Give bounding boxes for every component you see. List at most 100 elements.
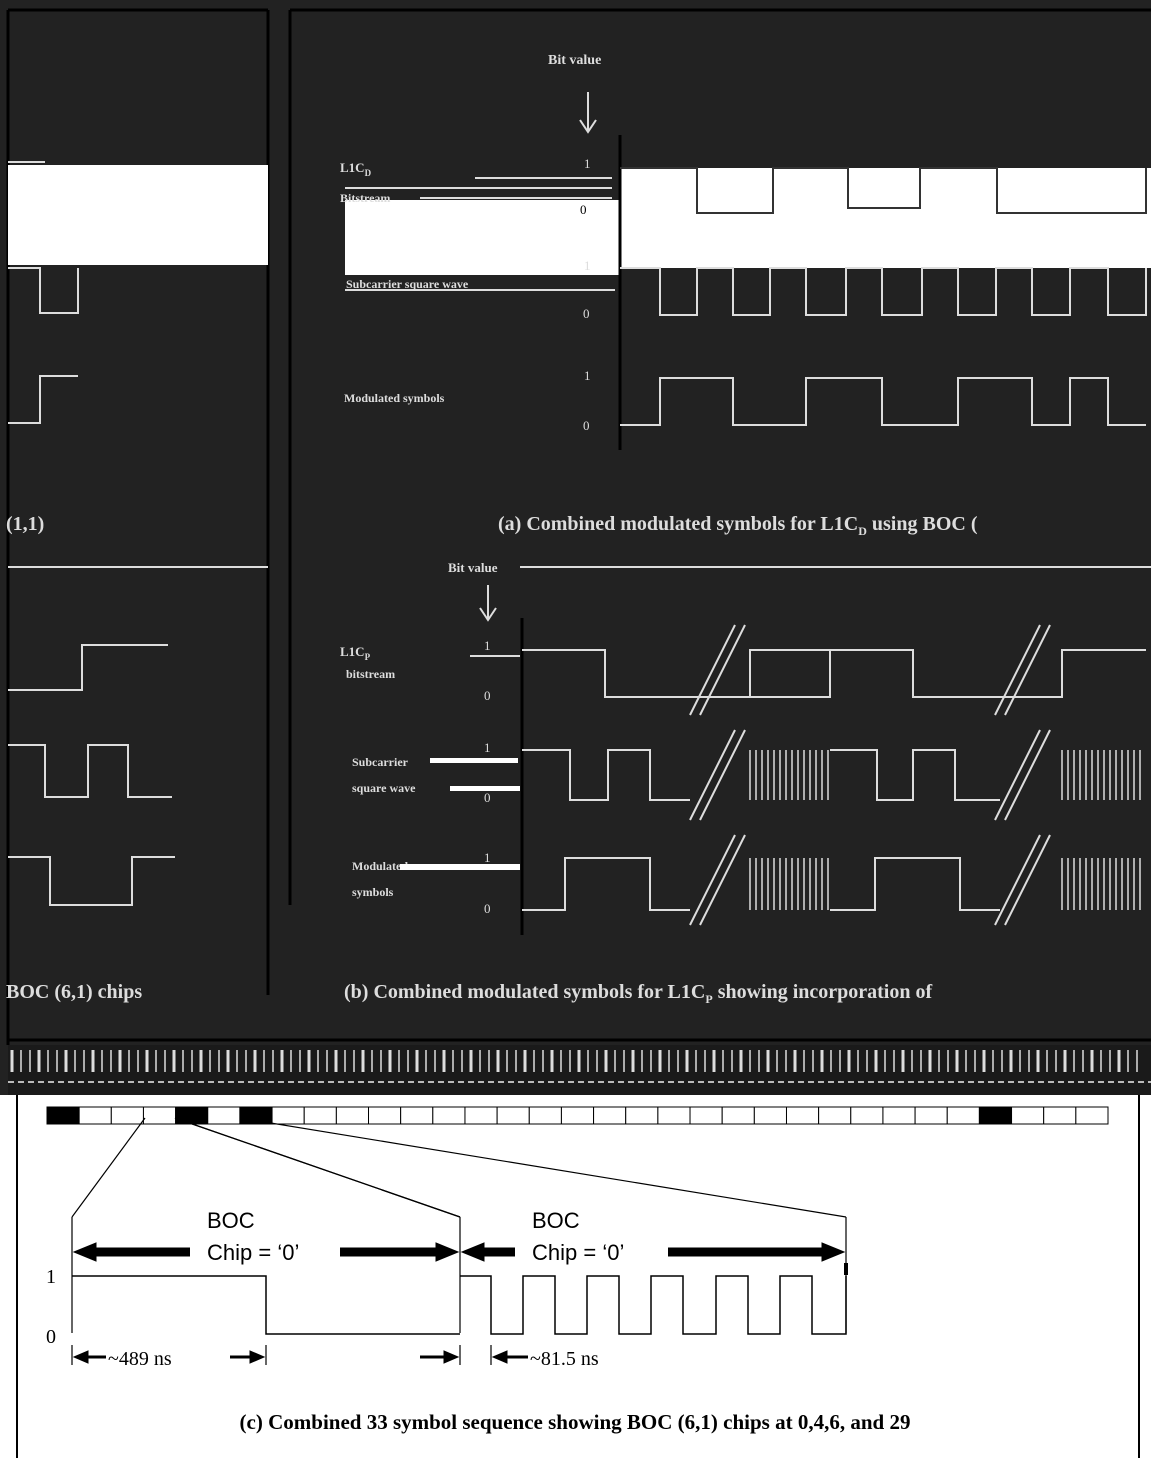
sequence-cell-boc11 xyxy=(368,1106,402,1125)
level-0-c: 0 xyxy=(46,1326,56,1348)
level-0-a-mod: 0 xyxy=(583,418,590,433)
bit-value-label-a: Bit value xyxy=(548,53,601,68)
bit-value-arrow-b-icon xyxy=(479,585,497,622)
modulated-leader-b xyxy=(400,864,520,870)
diagram-panel-c: BOC Chip = ‘0’ BOC Chip = ‘0’ 1 0 ~489 n… xyxy=(0,1095,1151,1458)
duration-label-1: ~489 ns xyxy=(108,1348,172,1370)
sequence-cell-boc11 xyxy=(432,1106,466,1125)
boc11-chip-waveform xyxy=(72,1275,460,1335)
subcarrier-trace-b xyxy=(522,749,690,801)
left-partial-traces-b xyxy=(8,644,175,906)
dense-chip-region-1 xyxy=(749,750,1141,910)
bitstream-white-band xyxy=(620,168,1151,268)
level-1-b-bit: 1 xyxy=(484,638,491,653)
sequence-cell-boc11 xyxy=(593,1106,627,1125)
sequence-cell-boc61 xyxy=(175,1106,209,1125)
sequence-cell-boc11 xyxy=(946,1106,980,1125)
panel-b: Bit value L1CP bitstream 1 0 Subcarrier … xyxy=(6,560,1146,1006)
level-1-b-mod: 1 xyxy=(484,850,491,865)
sequence-cell-boc11 xyxy=(496,1106,530,1125)
duration-label-2: ~81.5 ns xyxy=(530,1348,599,1370)
l1cp-label: L1CP xyxy=(340,644,371,662)
sequence-cell-boc11 xyxy=(657,1106,691,1125)
level-1-a-bit: 1 xyxy=(584,156,591,171)
level-1-a-mod: 1 xyxy=(584,368,591,383)
subcarrier-trace-a xyxy=(620,267,1147,316)
l1cd-bitstream-trace xyxy=(620,167,1147,214)
bit-value-label-b: Bit value xyxy=(448,560,498,575)
sequence-cell-boc11 xyxy=(303,1106,337,1125)
zoom-lines xyxy=(71,1117,847,1333)
sequence-cell-boc61 xyxy=(978,1106,1013,1125)
panel-a: Bit value L1CD Bitstream 1 0 Subcarrier … xyxy=(6,53,1151,538)
bitstream-label-block xyxy=(345,200,620,275)
sequence-cell-boc11 xyxy=(1011,1106,1045,1125)
subcarrier-label-a: Subcarrier square wave xyxy=(346,277,469,291)
sequence-cell-boc11 xyxy=(400,1106,434,1125)
caption-a: (a) Combined modulated symbols for L1CD … xyxy=(498,513,978,538)
l1cp-bitstream-trace xyxy=(522,649,831,698)
level-0-b-mod: 0 xyxy=(484,901,491,916)
level-0-b-bit: 0 xyxy=(484,688,491,703)
level-0-a-bit: 0 xyxy=(580,202,587,217)
subcarrier-leader-b-2 xyxy=(450,786,520,791)
symbol-sequence-bar xyxy=(46,1106,1109,1125)
chip-value-1: Chip = ‘0’ xyxy=(207,1240,299,1265)
chip-header-2: BOC xyxy=(532,1208,580,1233)
sequence-cell-boc11 xyxy=(721,1106,755,1125)
modulated-trace-b-2 xyxy=(830,857,1000,911)
sequence-cell-boc61 xyxy=(239,1106,273,1125)
subcarrier-label-b-2: square wave xyxy=(352,781,416,795)
overview-strip xyxy=(8,1045,1151,1095)
sequence-cell-boc11 xyxy=(1043,1106,1077,1125)
caption-b: (b) Combined modulated symbols for L1CP … xyxy=(344,981,932,1006)
bitstream-label-a: Bitstream xyxy=(340,191,390,205)
bitstream-label-b: bitstream xyxy=(346,667,395,681)
sequence-cell-boc11 xyxy=(271,1106,305,1125)
sequence-cell-boc61 xyxy=(46,1106,80,1125)
sequence-cell-boc11 xyxy=(914,1106,948,1125)
panel-c-svg: BOC Chip = ‘0’ BOC Chip = ‘0’ 1 0 ~489 n… xyxy=(16,1095,1140,1458)
sequence-cell-boc11 xyxy=(1075,1106,1109,1125)
left-bitstream-block xyxy=(8,165,268,265)
sequence-cell-boc11 xyxy=(464,1106,498,1125)
break-marks-b-icon xyxy=(689,624,1051,926)
subcarrier-label-b-1: Subcarrier xyxy=(352,755,409,769)
sequence-cell-boc11 xyxy=(528,1106,562,1125)
sequence-cell-boc11 xyxy=(882,1106,916,1125)
modulated-trace-b xyxy=(522,857,690,911)
left-partial-traces-a xyxy=(8,161,79,424)
sequence-cell-boc11 xyxy=(207,1106,241,1125)
bitstream-leader-lines xyxy=(345,177,612,199)
level-1-c: 1 xyxy=(46,1266,56,1288)
left-caption-a: (1,1) xyxy=(6,513,44,535)
sequence-cell-boc11 xyxy=(689,1106,723,1125)
sequence-cell-boc11 xyxy=(110,1106,144,1125)
l1cd-label: L1CD xyxy=(340,160,372,178)
sequence-cell-boc11 xyxy=(78,1106,112,1125)
sequence-cell-boc11 xyxy=(753,1106,787,1125)
left-caption-b: BOC (6,1) chips xyxy=(6,981,142,1003)
sequence-cell-boc11 xyxy=(785,1106,820,1125)
caption-c: (c) Combined 33 symbol sequence showing … xyxy=(240,1410,911,1434)
modulated-trace-a xyxy=(620,377,1146,426)
level-1-a-sub: 1 xyxy=(584,258,591,273)
subcarrier-leader-b-1 xyxy=(430,758,518,763)
sequence-cell-boc11 xyxy=(335,1106,370,1125)
chip-header-1: BOC xyxy=(207,1208,255,1233)
sequence-cell-boc11 xyxy=(625,1106,659,1125)
modulated-label-b-1: Modulated xyxy=(352,859,408,873)
l1cp-bitstream-trace-2 xyxy=(830,649,1146,698)
sequence-cell-boc11 xyxy=(850,1106,884,1125)
chip-span-arrows-icon xyxy=(72,1242,846,1262)
subcarrier-trace-b-2 xyxy=(830,749,1000,801)
modulated-label-b-2: symbols xyxy=(352,885,394,899)
duration-markers-icon xyxy=(71,1345,528,1365)
modulated-label-a: Modulated symbols xyxy=(344,391,445,405)
level-0-a-sub: 0 xyxy=(583,306,590,321)
boc61-chip-waveform xyxy=(460,1275,847,1335)
level-0-b-sub: 0 xyxy=(484,790,491,805)
level-1-b-sub: 1 xyxy=(484,740,491,755)
bit-value-arrow-a-icon xyxy=(579,92,597,134)
sequence-cell-boc11 xyxy=(142,1106,177,1125)
